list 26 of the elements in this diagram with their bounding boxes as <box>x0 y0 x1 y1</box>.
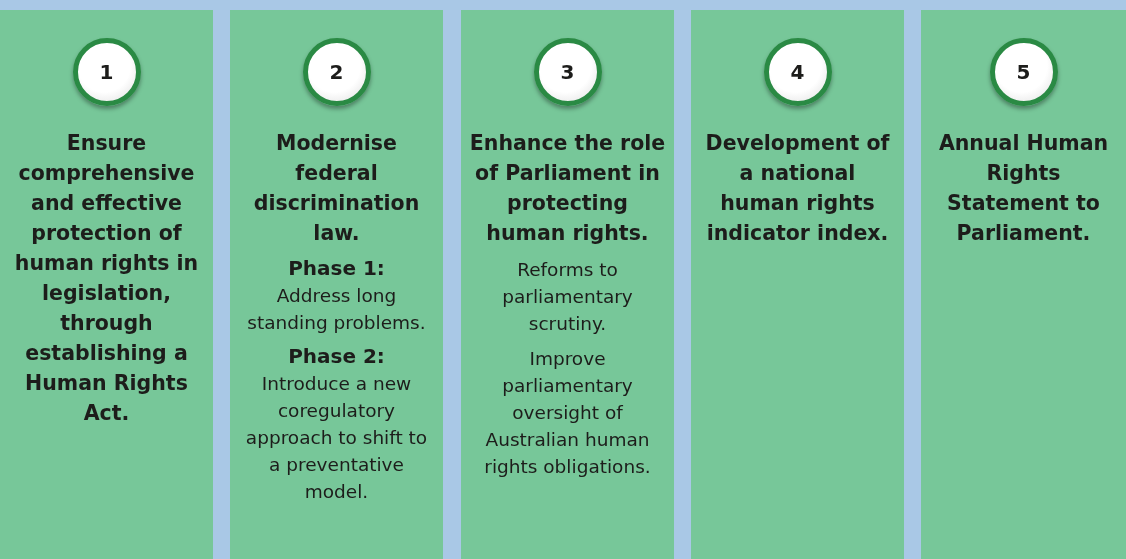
description-text: Address long standing problems. <box>246 284 427 335</box>
column-panel <box>230 10 443 559</box>
number-badge <box>302 38 371 106</box>
column-panel <box>461 10 674 559</box>
heading-text: Modernise federal discrimination law. <box>252 130 421 247</box>
phase-label: Phase 1: <box>287 255 386 282</box>
column-panel <box>0 10 213 559</box>
step-number: 5 <box>1016 60 1031 84</box>
number-badge <box>72 38 141 106</box>
number-badge <box>989 38 1058 106</box>
heading-text: Enhance the role of Parliament in protecting human rights. <box>469 130 666 247</box>
step-number: 2 <box>329 60 344 84</box>
column-panel <box>921 10 1126 559</box>
description-text: Introduce a new coregulatory approach to shift to a preventative model. <box>244 372 429 504</box>
heading-text: Development of a national human rights indicator index. <box>704 130 891 247</box>
number-badge <box>763 38 832 106</box>
heading-text: Ensure comprehensive and effective protection of human rights in legislation, through establishing a Human Rights Act. <box>13 130 200 427</box>
description-text: Reforms to parliamentary scrutiny. <box>501 258 634 336</box>
description-text: Improve parliamentary oversight of Australian human rights obligations. <box>483 347 652 479</box>
phase-label: Phase 2: <box>287 343 386 370</box>
step-number: 3 <box>560 60 575 84</box>
step-number: 1 <box>99 60 114 84</box>
column-panel <box>691 10 904 559</box>
step-number: 4 <box>790 60 805 84</box>
heading-text: Annual Human Rights Statement to Parliament. <box>937 130 1110 247</box>
number-badge <box>533 38 602 106</box>
